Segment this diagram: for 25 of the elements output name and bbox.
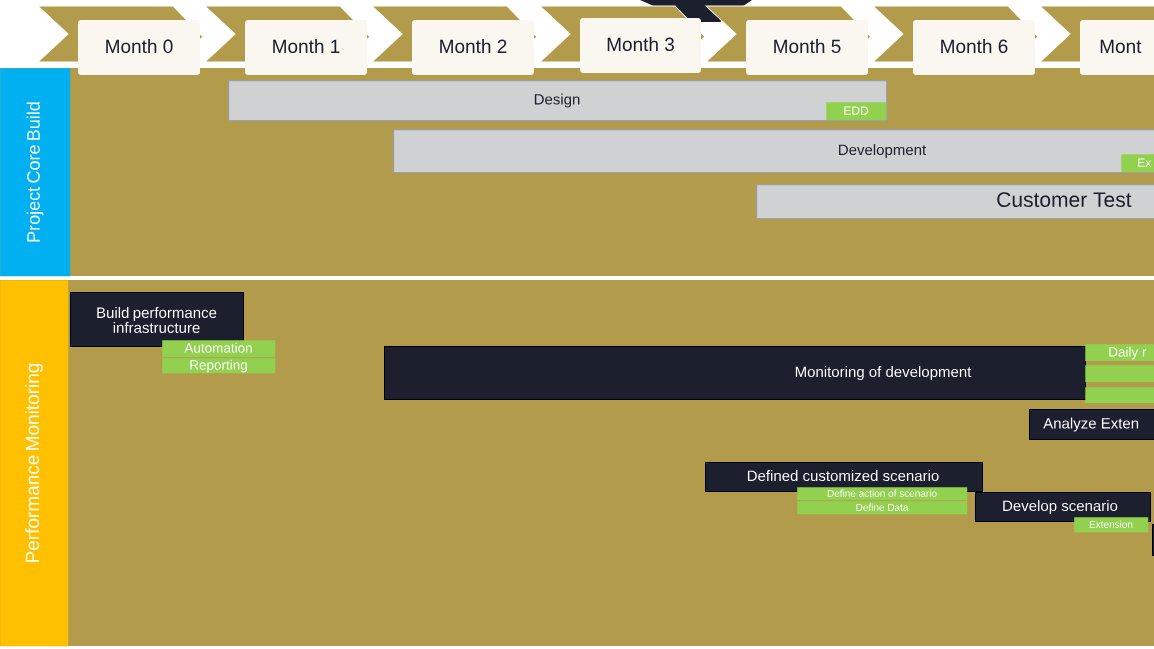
lane-header: Project Core Build <box>0 68 71 277</box>
node-label: Define action of scenario <box>827 489 937 497</box>
month-tab: Month 3 <box>539 5 706 73</box>
task-bar: Customer Test <box>756 184 1154 220</box>
subtask-bar: Define action of scenario <box>797 487 968 501</box>
task-bar: Monitoring of development <box>384 346 1086 400</box>
month-tab: Month 0 <box>37 5 204 75</box>
task-bar: Analyze Exten <box>1029 409 1154 440</box>
month-tab: Mont <box>1039 5 1154 75</box>
node-label: Define Data <box>856 503 909 511</box>
subtask-bar: Define Data <box>797 501 968 515</box>
subtask-bar: Reporting <box>162 358 276 374</box>
subtask-bar: Daily r <box>1085 344 1154 362</box>
month-tab: Month 5 <box>705 5 872 75</box>
lane-header: Performance Monitoring <box>0 280 69 647</box>
subtask-bar: Ex <box>1121 154 1154 173</box>
subtask-bar: Extension <box>1074 517 1149 533</box>
node-label: Reporting <box>190 359 247 373</box>
subtask-bar: EDD <box>826 102 887 121</box>
month-tab: Month 6 <box>872 5 1039 75</box>
subtask-bar <box>1085 365 1154 383</box>
subtask-bar <box>1085 387 1154 404</box>
month-tab: Month 1 <box>204 5 371 75</box>
subtask-bar: Automation <box>162 340 276 358</box>
month-tab: Month 2 <box>371 5 538 75</box>
